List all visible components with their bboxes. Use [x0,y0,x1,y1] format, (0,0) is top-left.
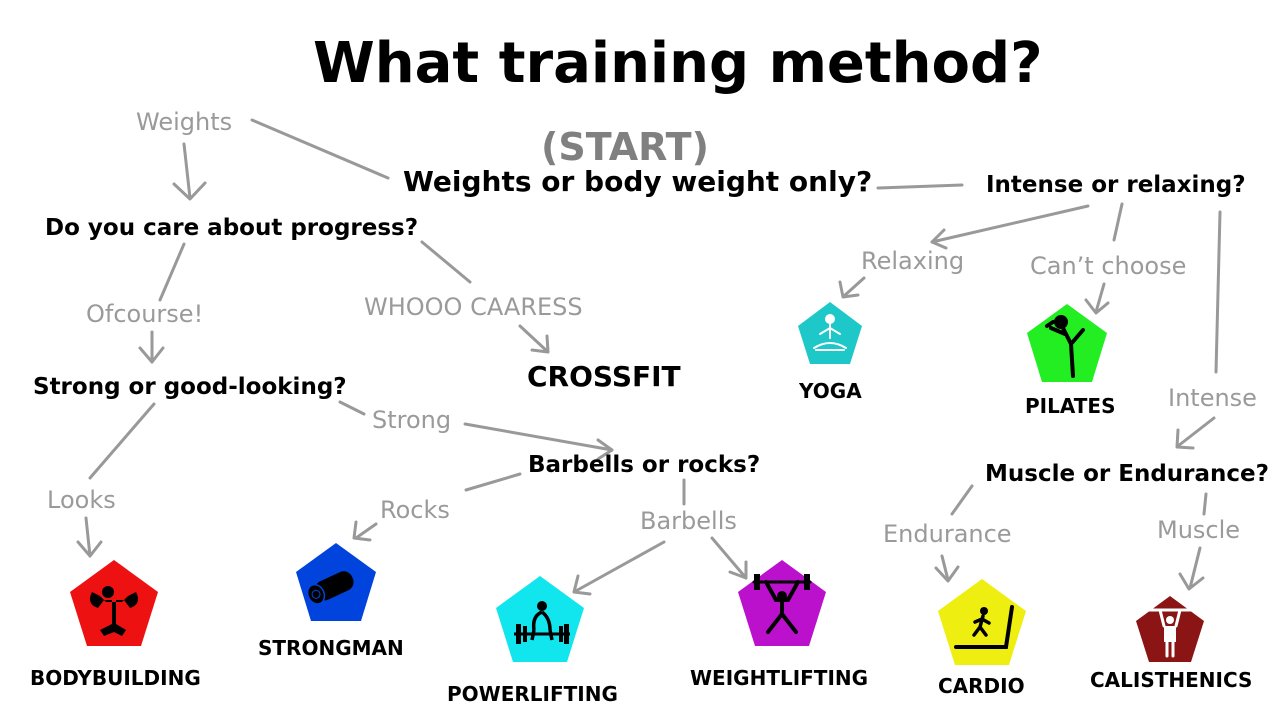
arrow-relaxing-line [930,204,1090,244]
arrow-endurance-line [950,484,974,516]
arrow-whooo-down [518,324,550,354]
result-pilates: PILATES [1025,394,1116,418]
pilates-pose-icon [1045,315,1085,378]
result-bodybuilding: BODYBUILDING [30,666,201,690]
arrow-weights-line [250,118,390,180]
badge-bodybuilding [70,560,158,646]
arrow-relaxing-down [842,276,866,298]
arrow-muscle-down [1188,546,1202,590]
arrow-cantchoose-line [1112,202,1124,242]
question-strong-or-looking: Strong or good-looking? [33,374,347,400]
result-yoga: YOGA [799,379,862,403]
arrow-cantchoose-head [1084,298,1110,315]
edge-label-rocks: Rocks [380,496,450,524]
question-intense-or-relaxing: Intense or relaxing? [986,172,1246,198]
result-cardio: CARDIO [938,674,1025,698]
badge-strongman [296,543,376,621]
arrow-relaxing-head [930,228,948,250]
result-strongman: STRONGMAN [258,636,404,660]
deadlift-icon [514,601,570,644]
badge-yoga [798,302,862,364]
question-muscle-or-endurance: Muscle or Endurance? [985,461,1269,487]
arrow-progress-line-left [158,242,186,302]
arrow-endurance-head [934,565,960,583]
arrow-looks-line [88,402,156,480]
badge-cardio [938,579,1026,665]
arrow-rocks-down [354,522,378,540]
arrow-weightlifting-head [728,560,748,580]
arrow-intense-line [1214,210,1222,374]
result-calisthenics: CALISTHENICS [1090,668,1253,692]
arrow-strong-line-a [338,400,366,416]
edge-label-strong: Strong [372,406,452,434]
arrow-intense-down [1176,416,1216,448]
edge-label-looks: Looks [47,486,116,514]
arrow-weights-head [172,181,207,201]
edge-label-intense: Intense [1168,384,1257,412]
arrow-powerlifting-line [572,540,666,594]
arrow-strong-line-b [463,422,614,452]
question-weights-or-bodyweight: Weights or body weight only? [403,165,873,198]
badge-pilates [1027,304,1107,382]
edge-label-endurance: Endurance [883,520,1012,548]
arrow-intense-head [1175,428,1195,450]
edge-label-relaxing: Relaxing [861,247,965,275]
question-barbells-or-rocks: Barbells or rocks? [528,452,761,478]
badge-powerlifting [496,576,584,662]
edge-label-barbells: Barbells [640,507,737,535]
result-powerlifting: POWERLIFTING [447,682,618,706]
page-title: What training method? [313,31,1043,96]
arrow-ofcourse-head [138,346,165,364]
pull-up-icon [1146,608,1194,658]
arrow-cantchoose-down [1094,282,1106,314]
arrow-weightlifting-line [710,536,748,580]
edge-label-ofcourse: Ofcourse! [86,300,204,328]
arrow-muscle-head [1178,572,1205,591]
snatch-lift-icon [752,574,812,634]
arrow-strong-head [596,438,614,461]
arrow-looks-head [76,540,103,558]
arrow-powerlifting-head [572,574,592,596]
arrow-whooo-head [530,334,550,354]
start-label: (START) [541,125,709,169]
edge-label-cant-choose: Can’t choose [1030,252,1187,280]
arrow-muscle-line [1202,492,1208,516]
arrow-looks-down [84,516,92,558]
arrow-endurance-down [940,554,950,582]
edge-label-muscle: Muscle [1157,516,1241,544]
arrow-weights-down [182,142,192,200]
result-weightlifting: WEIGHTLIFTING [690,666,869,690]
question-care-progress: Do you care about progress? [45,215,419,241]
edge-label-weights: Weights [136,108,233,136]
arrow-bodyweight-line [876,183,964,190]
result-crossfit: CROSSFIT [527,360,681,393]
arrow-progress-line-right [420,240,472,284]
log-lift-icon [306,571,354,605]
edge-label-whooo: WHOOO CAARESS [364,293,583,321]
meditation-icon [813,314,847,351]
badge-weightlifting [738,560,826,646]
arrow-rocks-head [352,520,372,542]
arrow-relaxing-head2 [838,280,860,299]
treadmill-runner-icon [954,605,1014,649]
flexing-muscle-icon [90,586,138,636]
arrow-rocks-line [464,472,522,492]
badge-calisthenics [1136,596,1204,662]
